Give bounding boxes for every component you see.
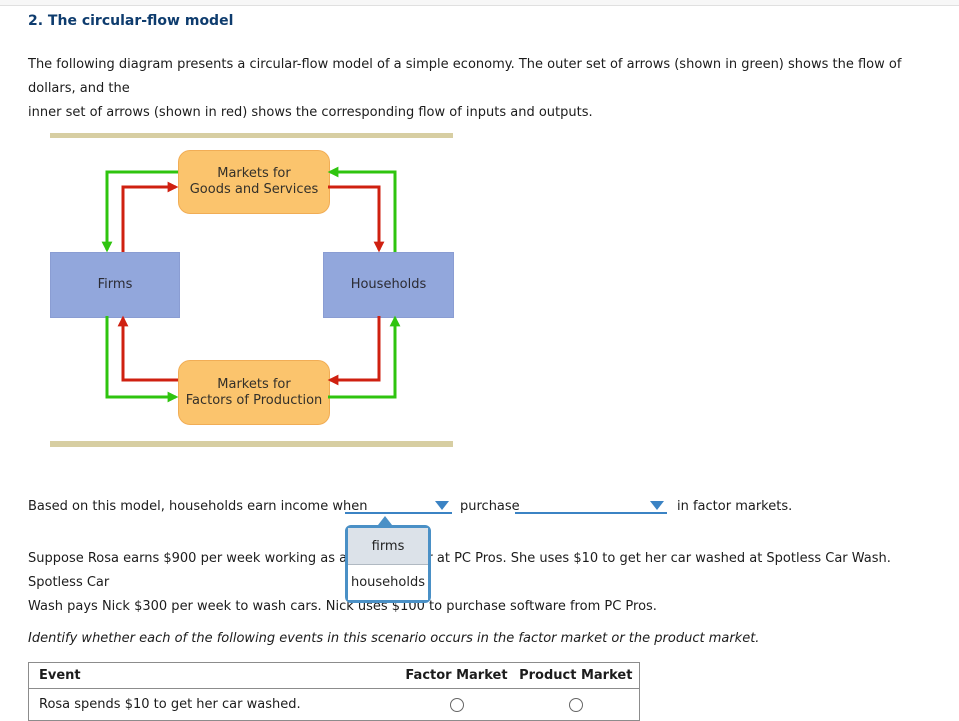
goods-services-market-box: Markets for Goods and Services <box>178 150 330 214</box>
table-header-event: Event <box>39 668 81 683</box>
events-table: Event Factor Market Product Market Rosa … <box>28 662 640 721</box>
factors-market-label-line1: Markets for <box>217 376 291 392</box>
scenario-paragraph: Suppose Rosa earns $900 per week working… <box>28 547 948 619</box>
diagram-bottom-bar <box>50 441 453 447</box>
dropdown-arrow-icon[interactable] <box>435 501 449 510</box>
intro-line-2: inner set of arrows (shown in red) shows… <box>28 105 593 120</box>
intro-paragraph: The following diagram presents a circula… <box>28 53 948 125</box>
dropdown-option-households[interactable]: households <box>348 565 428 600</box>
households-label: Households <box>350 277 427 292</box>
arrow-green-firms-to-factor-market <box>105 316 179 403</box>
arrow-green-goods-market-to-firms <box>101 170 178 253</box>
instruction-text: Identify whether each of the following e… <box>28 631 760 646</box>
page-title: 2. The circular-flow model <box>28 13 234 29</box>
intro-line-1: The following diagram presents a circula… <box>28 57 902 96</box>
blank-dropdown-1[interactable] <box>345 499 452 514</box>
firms-box: Firms <box>50 252 180 318</box>
scenario-line-2: Wash pays Nick $300 per week to wash car… <box>28 599 657 614</box>
question-text-middle: purchase <box>460 499 520 514</box>
arrow-red-factor-market-to-firms <box>117 315 178 382</box>
arrow-green-factor-market-to-households <box>328 315 401 399</box>
factors-market-label-line2: Factors of Production <box>185 392 323 408</box>
dropdown-pointer-icon <box>378 516 392 525</box>
table-header-product-market: Product Market <box>519 668 633 683</box>
households-box: Households <box>323 252 454 318</box>
flow-arrows <box>101 166 401 403</box>
product-market-radio[interactable] <box>568 697 583 712</box>
scenario-line-1: Suppose Rosa earns $900 per week working… <box>28 551 891 590</box>
table-header-row: Event Factor Market Product Market <box>28 663 640 689</box>
circular-flow-diagram: Markets for Goods and Services Firms Hou… <box>50 133 454 448</box>
table-header-factor-market: Factor Market <box>405 668 508 683</box>
event-cell: Rosa spends $10 to get her car washed. <box>39 697 301 712</box>
blank-dropdown-2[interactable] <box>515 499 667 514</box>
dropdown-options-panel: firms households <box>345 516 431 603</box>
goods-market-label-line1: Markets for <box>217 166 291 181</box>
diagram-top-bar <box>50 133 453 138</box>
question-text-after: in factor markets. <box>677 499 793 514</box>
factors-market-box: Markets for Factors of Production <box>178 360 330 425</box>
arrow-green-households-to-goods-market <box>327 166 397 252</box>
arrow-red-firms-to-goods-market <box>121 181 179 252</box>
goods-market-label-line2: Goods and Services <box>189 182 319 197</box>
table-row: Rosa spends $10 to get her car washed. <box>28 689 640 721</box>
dropdown-arrow-icon[interactable] <box>650 501 664 510</box>
arrow-red-goods-market-to-households <box>328 185 385 253</box>
top-divider <box>0 0 959 6</box>
question-text-before: Based on this model, households earn inc… <box>28 499 368 514</box>
factor-market-radio[interactable] <box>449 697 464 712</box>
firms-label: Firms <box>97 277 133 292</box>
dropdown-option-firms[interactable]: firms <box>348 528 428 565</box>
arrow-red-households-to-factor-market <box>327 316 381 386</box>
